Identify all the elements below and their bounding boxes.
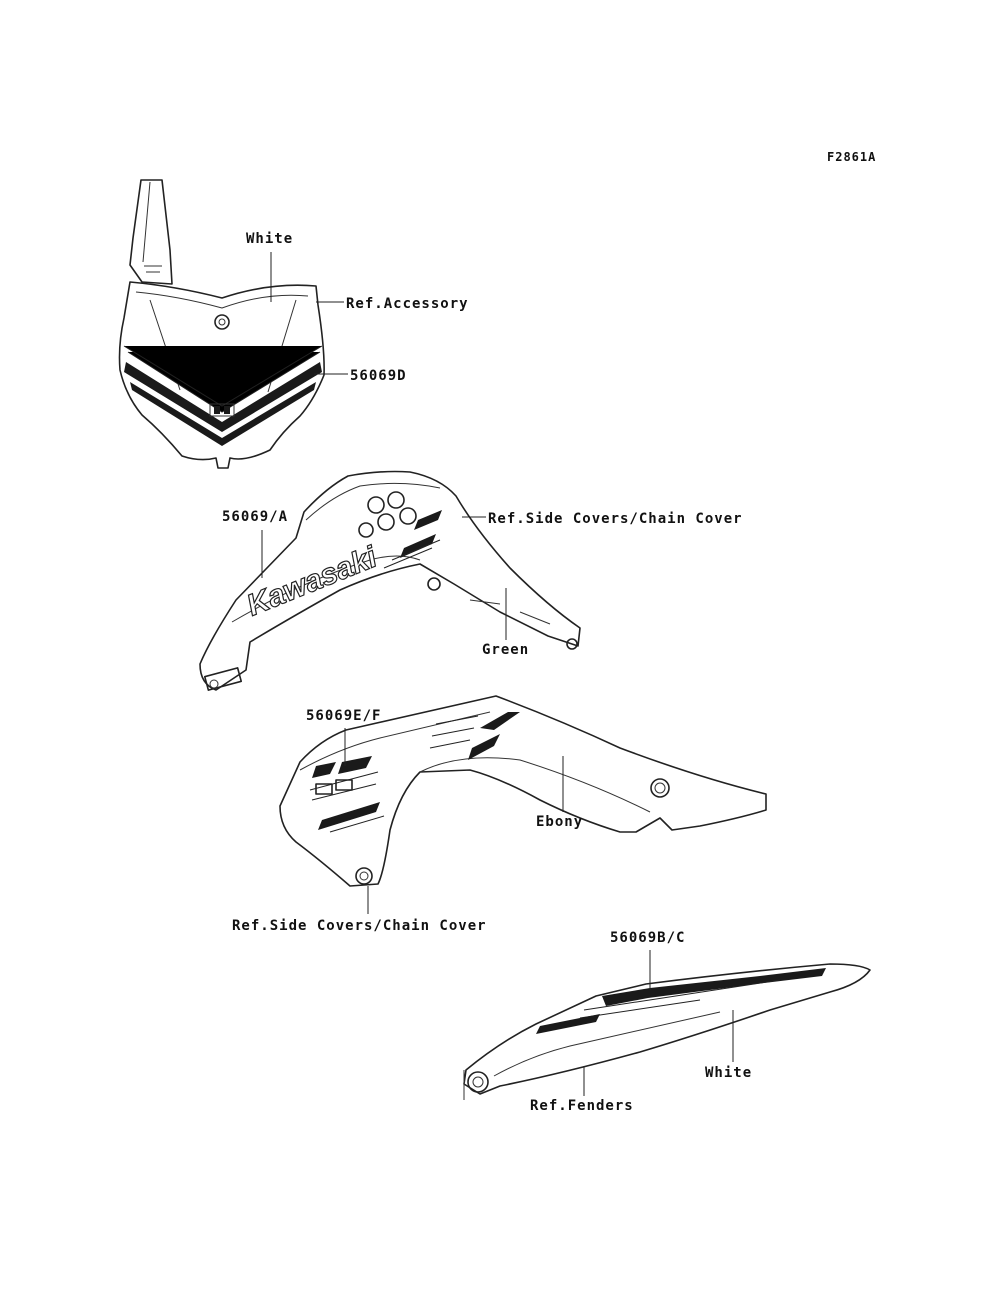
number-plate-illustration xyxy=(118,179,325,469)
shroud-part-number: 56069/A xyxy=(222,509,288,525)
figure-code: F2861A xyxy=(827,150,876,164)
side-color-label: Ebony xyxy=(536,814,583,830)
side-cover-illustration xyxy=(279,695,767,887)
plate-ref-label: Ref.Accessory xyxy=(346,296,469,312)
plate-color-label: White xyxy=(246,231,293,247)
shroud-ref-label: Ref.Side Covers/Chain Cover xyxy=(488,511,743,527)
fender-color-label: White xyxy=(705,1065,752,1081)
side-ref-label: Ref.Side Covers/Chain Cover xyxy=(232,918,487,934)
rear-fender-illustration xyxy=(463,963,871,1100)
fender-ref-label: Ref.Fenders xyxy=(530,1098,634,1114)
side-part-number: 56069E/F xyxy=(306,708,381,724)
shroud-color-label: Green xyxy=(482,642,529,658)
plate-part-number: 56069D xyxy=(350,368,407,384)
fender-part-number: 56069B/C xyxy=(610,930,685,946)
